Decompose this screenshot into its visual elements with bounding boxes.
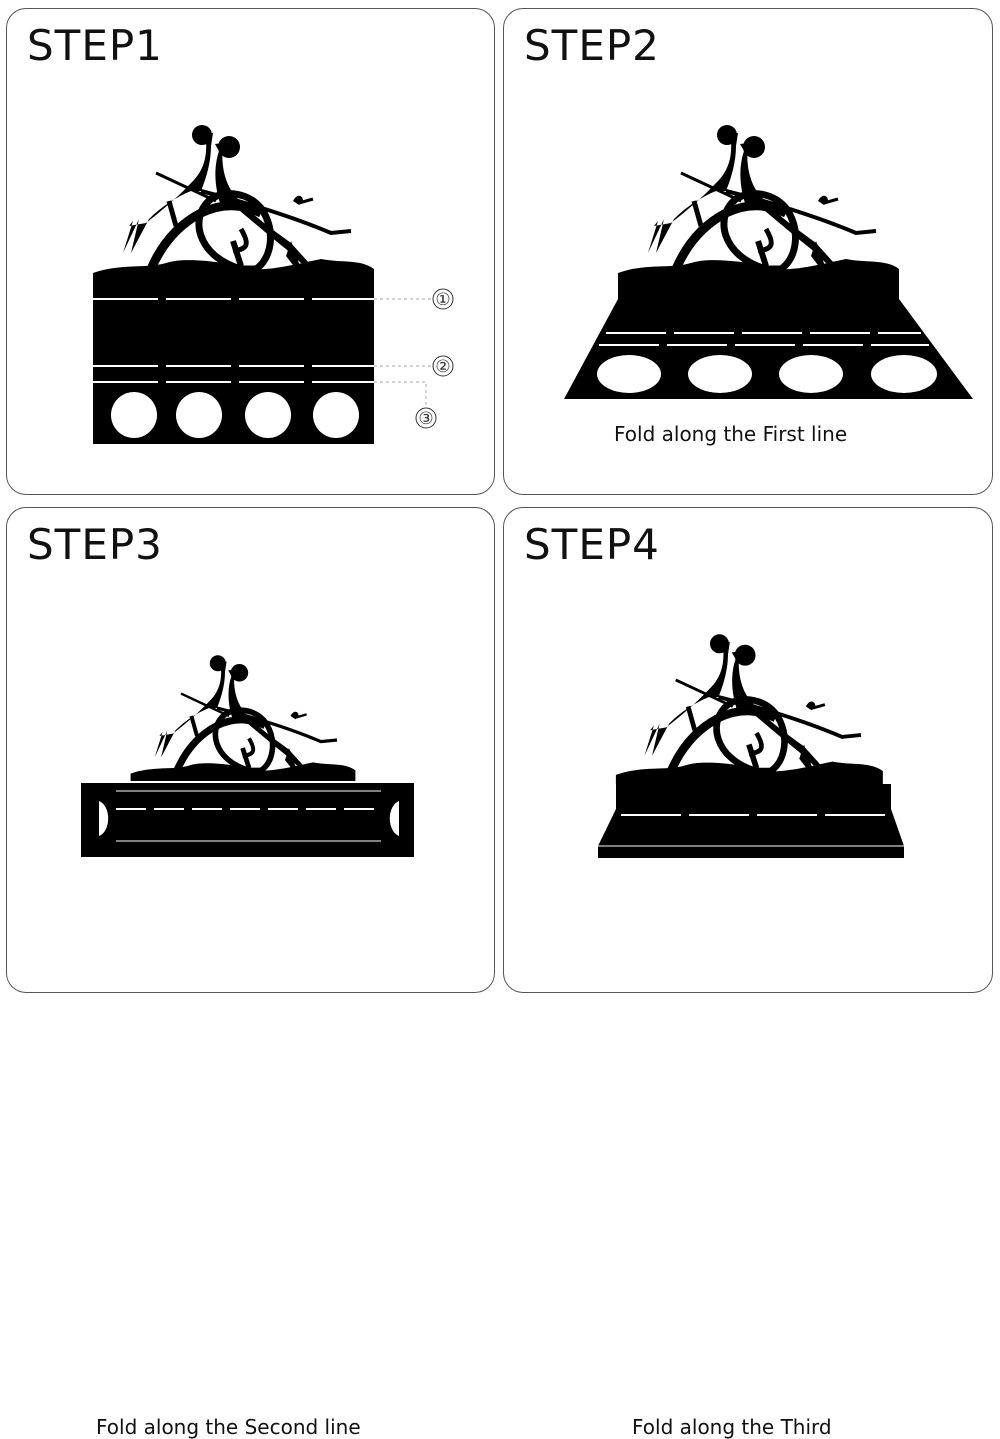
step2-panel: STEP2 Fold along the First line — [503, 8, 993, 495]
cup-hole — [245, 392, 291, 438]
cup-hole — [313, 392, 359, 438]
cup-hole — [176, 392, 222, 438]
fold-label-2: ② — [435, 357, 450, 377]
step4-illustration — [598, 508, 904, 858]
step-caption: Fold along the First line — [614, 422, 848, 446]
fold-label-3: ③ — [418, 409, 433, 429]
step-title: STEP4 — [524, 520, 660, 569]
step3-panel: STEP3 Fold along the Second line — [6, 507, 495, 1439]
shelf-panel — [598, 809, 904, 846]
step1-illustration: ① ② ③ — [7, 9, 454, 444]
step-title: STEP2 — [524, 21, 660, 70]
birds-silhouette — [618, 125, 899, 301]
step4-panel: STEP4 Fold along the Third — [503, 507, 993, 1439]
step-title: STEP3 — [27, 520, 163, 569]
cup-hole — [111, 392, 157, 438]
step-caption: Fold along the Third — [632, 1415, 832, 1439]
shelf-panel — [81, 783, 414, 857]
shelf-panel — [564, 299, 973, 399]
step2-illustration — [564, 9, 973, 399]
step3-illustration — [81, 508, 414, 857]
fold-label-1: ① — [435, 290, 450, 310]
birds-silhouette — [616, 634, 883, 801]
step-caption: Fold along the Second line — [96, 1415, 361, 1439]
birds-silhouette — [131, 655, 356, 796]
birds-silhouette — [93, 125, 374, 301]
step-title: STEP1 — [27, 21, 163, 70]
step1-panel: STEP1 — [6, 8, 495, 495]
